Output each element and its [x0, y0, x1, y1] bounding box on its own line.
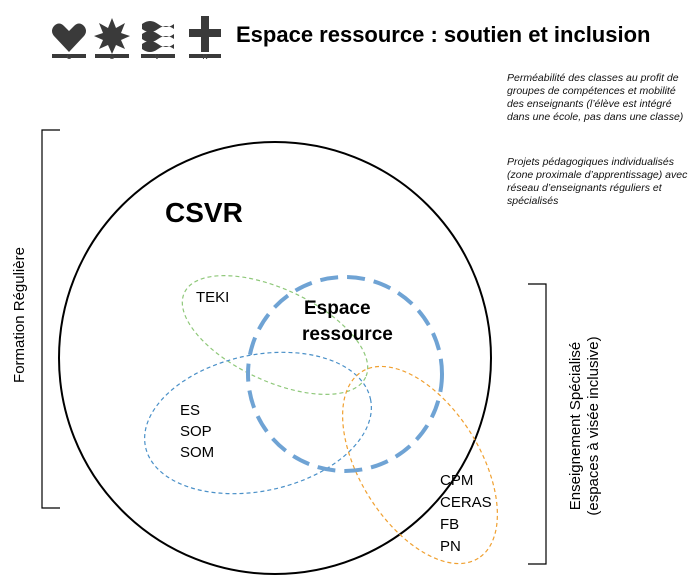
logo-letter-s: S	[109, 54, 115, 61]
enseignement-specialise-line1: Enseignement Spécialisé	[567, 341, 584, 511]
plus-icon	[189, 16, 221, 58]
orange-item-cpm: CPM	[440, 472, 473, 489]
csvr-circle	[58, 141, 492, 575]
heart-icon	[52, 23, 86, 58]
orange-item-pn: PN	[440, 538, 461, 555]
wave-icon	[141, 21, 175, 58]
left-bracket	[41, 129, 60, 509]
enseignement-specialise-line2: (espaces à visée inclusive)	[585, 336, 602, 516]
espace-label-line1: Espace	[304, 298, 371, 319]
page-title: Espace ressource : soutien et inclusion	[236, 22, 651, 47]
logo-letter-v: V	[154, 54, 160, 61]
blue-item-som: SOM	[180, 444, 214, 461]
enseignement-specialise-label: Enseignement Spécialisé (espaces à visée…	[567, 311, 603, 541]
right-bracket	[528, 283, 547, 565]
logo-letter-c: C	[66, 54, 72, 61]
teki-label: TEKI	[196, 289, 229, 306]
note-permeability: Perméabilité des classes au profit de gr…	[507, 72, 684, 123]
blue-item-sop: SOP	[180, 423, 212, 440]
blue-group-ellipse	[144, 351, 372, 495]
orange-item-ceras: CERAS	[440, 494, 492, 511]
espace-ressource-circle	[246, 275, 444, 473]
note-projects: Projets pédagogiques individualisés (zon…	[507, 156, 688, 207]
espace-label-line2: ressource	[302, 324, 393, 345]
orange-group-ellipse	[342, 365, 498, 565]
csvr-logo	[52, 16, 221, 58]
orange-item-fb: FB	[440, 516, 459, 533]
csvr-label: CSVR	[165, 197, 243, 228]
logo-letter-r: R	[202, 54, 208, 61]
blue-item-es: ES	[180, 402, 200, 419]
formation-reguliere-label: Formation Régulière	[11, 247, 28, 383]
star-burst-icon	[94, 18, 130, 58]
teki-ellipse	[181, 275, 369, 395]
